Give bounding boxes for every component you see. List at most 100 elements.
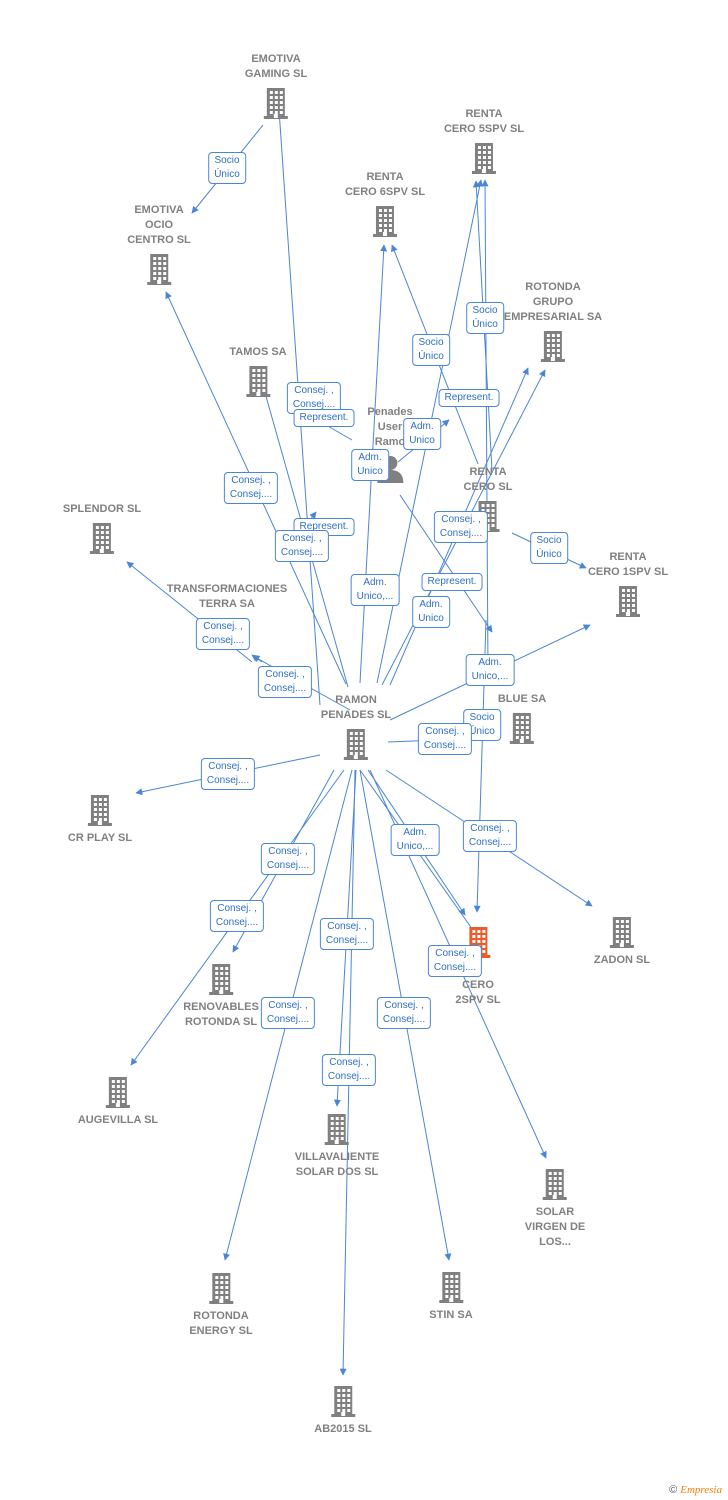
badge-text: Único [214,169,240,180]
node-label: AUGEVILLA SL [78,1113,158,1128]
relation-badge-b23[interactable]: Adm.Unico,... [390,824,440,856]
node-tamos[interactable]: TAMOS SA [229,345,287,398]
relation-badge-b5[interactable]: Represent. [293,409,355,427]
relation-badge-b29[interactable]: Consej. ,Consej.... [260,997,316,1029]
badge-text: Consej.... [468,837,512,848]
node-augevilla[interactable]: AUGEVILLA SL [78,1075,158,1128]
badge-text: Consej. , [268,846,308,857]
building-icon [510,713,534,744]
relation-badge-b24[interactable]: Consej. , Consej.... [462,820,518,852]
badge-text: Consej. , [282,533,322,544]
relation-badge-b18[interactable]: Consej. ,Consej.... [257,666,313,698]
relation-badge-b26[interactable]: Consej. ,Consej.... [209,900,265,932]
relation-badge-b31[interactable]: Consej. , Consej.... [321,1054,377,1086]
relation-badge-b17[interactable]: Consej. ,Consej.... [195,618,251,650]
node-label-line: ZADON SL [593,954,651,966]
building-icon [89,523,114,554]
badge-text: Único [418,351,444,362]
node-ab2015[interactable]: AB2015 SL [314,1384,372,1437]
building-icon [209,1273,233,1304]
building-icon [88,795,112,826]
badge-text: Consej.... [382,1014,426,1025]
badge-text: Consej.... [266,860,310,871]
building-icon [324,1114,349,1145]
brand-logo: Empresia [680,1484,722,1496]
node-label: TAMOS SA [229,345,286,360]
badge-text: Consej. , [470,823,510,834]
relation-badge-b28[interactable]: Consej. ,Consej.... [427,945,483,977]
node-label-line: TERRA SA [199,598,255,610]
relation-badge-b15[interactable]: Represent. [421,573,483,591]
node-label-line: TAMOS SA [229,346,287,358]
relation-badge-b12[interactable]: Consej. , Consej.... [274,530,330,562]
node-label-line: VILLAVALIENTE [294,1151,380,1163]
badge-text: Único [536,549,562,560]
node-splendor[interactable]: SPLENDOR SL [63,502,141,555]
relation-badge-b4[interactable]: Consej. ,Consej.... [286,382,342,414]
relation-badge-b7[interactable]: Adm.Unico [403,418,441,450]
badge-text: Consej.... [280,547,324,558]
relation-badge-b22[interactable]: Consej. ,Consej.... [200,758,256,790]
badge-text: Socio [536,535,562,546]
relation-badge-b6[interactable]: Represent. [438,389,500,407]
badge-text: Socio [214,155,240,166]
badge-text: Adm. [478,657,502,668]
relation-edge-5 [481,179,489,674]
relation-badge-b16[interactable]: Adm.Unico [412,596,450,628]
relation-badge-b21[interactable]: Consej. ,Consej.... [417,723,473,755]
node-label-line: CENTRO SL [127,234,191,246]
badge-text: Represent. [299,521,349,532]
badge-text: Único [469,726,495,737]
relation-badge-b8[interactable]: Adm.Unico [351,449,389,481]
node-zadon[interactable]: ZADON SL [594,915,650,968]
node-label-line: RENOVABLES [183,1001,259,1013]
node-label-line: ROTONDA SL [184,1016,258,1028]
building-icon [615,586,640,617]
badge-text: Consej. , [327,921,367,932]
node-cr-play[interactable]: CR PLAY SL [68,793,132,846]
node-label: ZADON SL [594,953,650,968]
node-label-line: ENERGY SL [189,1325,253,1337]
node-blue[interactable]: BLUE SA [498,692,546,745]
relation-badge-b9[interactable]: Consej. ,Consej.... [223,472,279,504]
badge-text: Consej. , [329,1057,369,1068]
relation-badge-b25[interactable]: Consej. , Consej.... [260,843,316,875]
relation-badge-b30[interactable]: Consej. ,Consej.... [376,997,432,1029]
relation-badge-b27[interactable]: Consej. , Consej.... [319,918,375,950]
node-renovables[interactable]: RENOVABLES ROTONDA SL [183,962,259,1030]
badge-text: Consej. , [231,475,271,486]
relation-badge-b14[interactable]: Adm.Unico,... [350,574,400,606]
node-stin[interactable]: STIN SA [429,1270,473,1323]
badge-text: Consej.... [325,935,369,946]
node-label-line: RENTA [366,171,404,183]
badge-text: Consej.... [327,1071,371,1082]
node-label-line: EMOTIVA [251,53,301,65]
relation-badge-b19[interactable]: Adm.Unico,... [465,654,515,686]
relation-badge-b11[interactable]: Consej. ,Consej.... [433,511,489,543]
relation-edge-20 [399,494,493,633]
